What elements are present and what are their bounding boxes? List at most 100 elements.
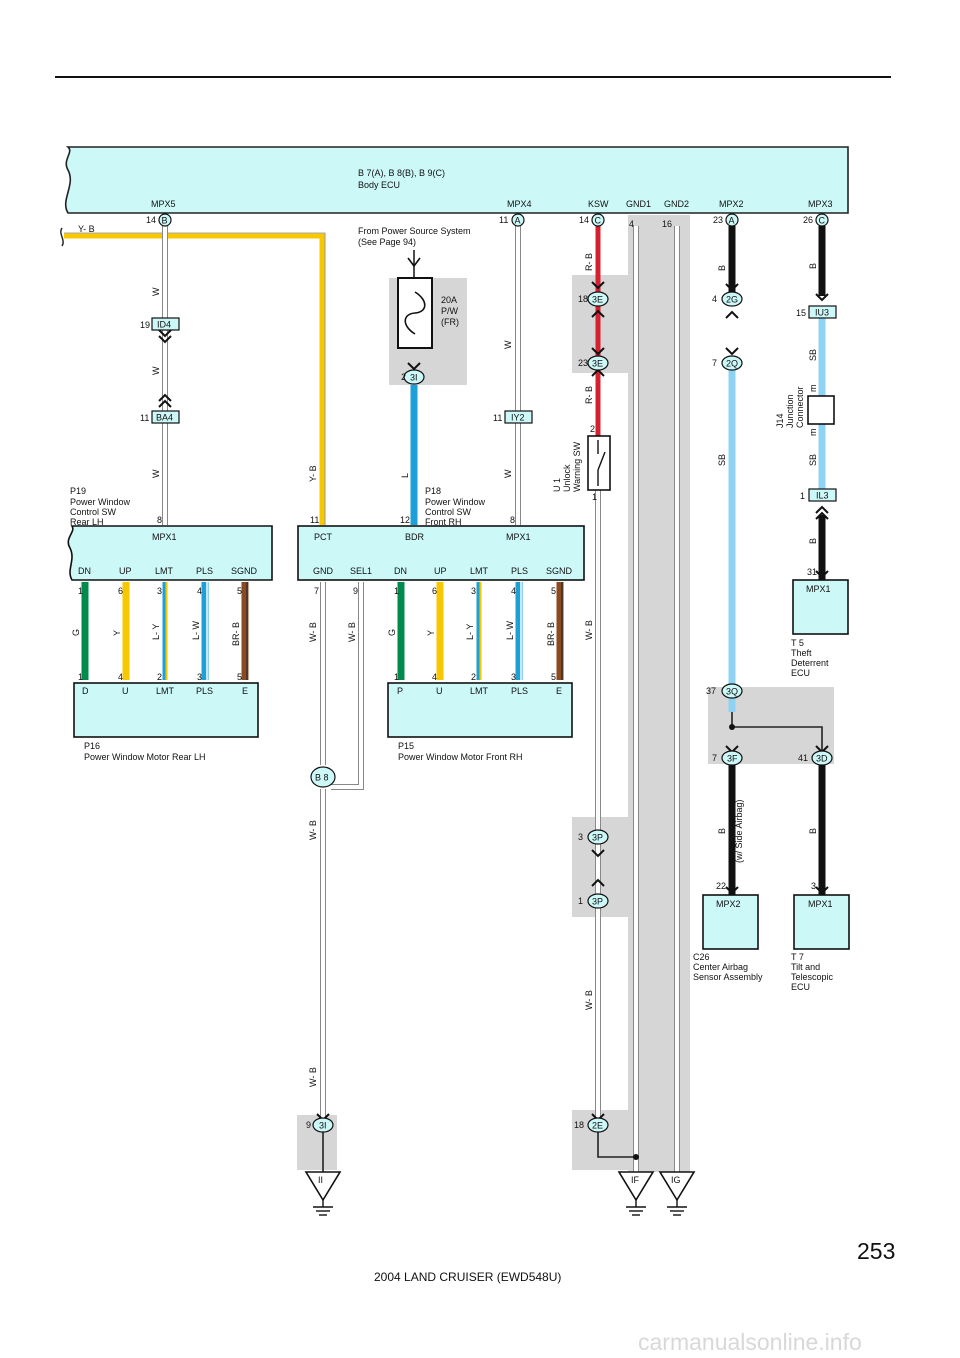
pin-number: 1: [394, 672, 399, 682]
wire-color-label: W: [151, 469, 161, 478]
terminal-label: SGND: [546, 566, 573, 576]
terminal-label: GND: [313, 566, 334, 576]
conn-3i-a: 3I: [410, 373, 418, 383]
pin-number: 11: [310, 515, 319, 525]
wire-color-label: Y: [112, 630, 122, 636]
conn-id4: ID4: [157, 320, 171, 330]
pin-number: 19: [140, 320, 150, 330]
component-label: Control SW: [425, 507, 472, 517]
pin-number: 6: [432, 586, 437, 596]
component-label: ECU: [791, 982, 810, 992]
watermark: carmanualsonline.info: [638, 1329, 862, 1355]
pin-number: 9: [353, 586, 358, 596]
ground-ig: IG: [658, 1171, 696, 1216]
wire-color-label: W: [151, 287, 161, 296]
pin-number: 4: [511, 586, 516, 596]
terminal-label: SEL1: [350, 566, 372, 576]
terminal-label: MPX1: [152, 532, 177, 542]
j14-pin-mark-b: m: [808, 429, 818, 437]
wire-color-label: L- W: [191, 620, 201, 640]
component-label: Telescopic: [791, 972, 834, 982]
wire-color-label: SB: [808, 349, 818, 361]
connector-tags: B A C A C ID4 BA4 IY2 IU3 IL3 3E 3E 2G 2…: [151, 213, 837, 1133]
conn-ba4: BA4: [156, 413, 173, 423]
component-label: Sensor Assembly: [693, 972, 763, 982]
component-label: T 7: [791, 952, 804, 962]
terminal-label: LMT: [470, 566, 489, 576]
conn-il3: IL3: [816, 491, 829, 501]
component-labels: P19 Power Window Control SW Rear LH P18 …: [70, 386, 834, 992]
terminal-label: PLS: [511, 566, 528, 576]
pin-number: 15: [796, 308, 806, 318]
ecu-conn-c: C: [595, 216, 602, 226]
j14-pin-mark-a: m: [808, 385, 818, 393]
body-ecu: B 7(A), B 8(B), B 9(C) Body ECU MPX5 MPX…: [64, 146, 849, 214]
wire-color-label: L: [400, 473, 410, 478]
conn-3q: 3Q: [726, 687, 738, 697]
body-ecu-box: [64, 146, 849, 214]
conn-3d: 3D: [816, 754, 828, 764]
terminal-label: DN: [394, 566, 407, 576]
terminal-label: E: [556, 686, 562, 696]
component-label: Warning SW: [572, 441, 582, 492]
fuse-name: P/W: [441, 306, 459, 316]
fuse-rating: 20A: [441, 295, 457, 305]
component-label: Unlock: [562, 464, 572, 492]
ecu-term-gnd2: GND2: [664, 199, 689, 209]
component-label: P18: [425, 486, 441, 496]
pin-number: 8: [157, 515, 162, 525]
component-label: Junction: [785, 394, 795, 428]
conn-3f: 3F: [727, 754, 738, 764]
p16-motor-box: D U LMT PLS E: [73, 682, 259, 738]
pin-number: 23: [578, 358, 588, 368]
wire-color-label: B: [717, 828, 727, 834]
wire-color-label: G: [387, 629, 397, 636]
wire-color-label: W- B: [584, 990, 594, 1010]
unlock-warning-switch: [587, 435, 611, 491]
t5-ecu-box: MPX1: [792, 579, 849, 635]
terminal-label: U: [122, 686, 129, 696]
pin-number: 26: [803, 215, 813, 225]
pin-number: 2: [157, 672, 162, 682]
component-label: Connector: [795, 386, 805, 428]
pin-number: 5: [237, 586, 242, 596]
pin-number: 4: [432, 672, 437, 682]
pin-number: 3: [471, 586, 476, 596]
pin-number: 37: [706, 686, 716, 696]
manual-title: 2004 LAND CRUISER (EWD548U): [374, 1270, 561, 1284]
pin-number: 4: [118, 672, 123, 682]
component-label: Power Window: [425, 497, 486, 507]
pin-number: 4: [712, 294, 717, 304]
wire-color-label: W- B: [308, 820, 318, 840]
terminal-label: SGND: [231, 566, 258, 576]
pin-number: 18: [574, 1120, 584, 1130]
component-label: C26: [693, 952, 710, 962]
conn-3p-b: 3P: [592, 897, 603, 907]
wire-color-label: W: [151, 366, 161, 375]
wire-color-label: W- B: [308, 622, 318, 642]
terminal-label: PLS: [511, 686, 528, 696]
pin-number: 1: [78, 586, 83, 596]
pin-number: 1: [578, 896, 583, 906]
pin-number: 11: [493, 413, 502, 423]
wire-color-label: L- Y: [151, 624, 161, 640]
wire-color-label: L- W: [505, 620, 515, 640]
ecu-conn-b: B: [162, 216, 168, 226]
pin-number: 3: [811, 881, 816, 891]
conn-2g: 2G: [726, 295, 738, 305]
wire-color-label: W- B: [347, 622, 357, 642]
pin-number: 12: [400, 515, 410, 525]
component-label: U 1: [552, 478, 562, 492]
component-label: Deterrent: [791, 658, 829, 668]
pin-number: 1: [394, 586, 399, 596]
conn-2e: 2E: [592, 1121, 603, 1131]
conn-2q: 2Q: [726, 359, 738, 369]
wire-color-label: B: [717, 265, 727, 271]
ground-label: IF: [631, 1175, 640, 1185]
t7-ecu-box: MPX1: [793, 894, 850, 950]
terminal-label: P: [397, 686, 403, 696]
ground-ii: II: [304, 1171, 342, 1216]
terminal-label: PLS: [196, 686, 213, 696]
ground-label: II: [318, 1175, 323, 1185]
component-label: P16: [84, 741, 100, 751]
